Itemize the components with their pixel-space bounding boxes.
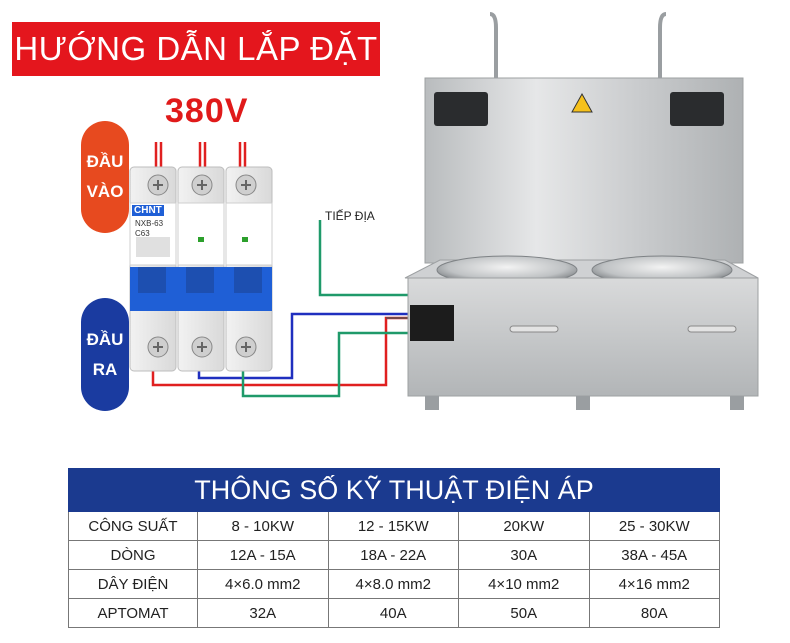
table-cell: 12 - 15KW bbox=[328, 512, 459, 541]
spec-table-title: THÔNG SỐ KỸ THUẬT ĐIỆN ÁP bbox=[68, 468, 720, 512]
circuit-breaker bbox=[129, 166, 273, 372]
table-cell: 4×6.0 mm2 bbox=[198, 570, 329, 599]
ground-label: TIẾP ĐỊA bbox=[325, 209, 375, 223]
table-row-power: CÔNG SUẤT 8 - 10KW 12 - 15KW 20KW 25 - 3… bbox=[68, 512, 720, 541]
table-cell: 80A bbox=[589, 599, 720, 628]
table-cell: 32A bbox=[198, 599, 329, 628]
output-badge-line2: RA bbox=[92, 359, 118, 379]
input-wires bbox=[154, 142, 247, 170]
breaker-rating: C63 bbox=[135, 229, 150, 238]
table-cell: 12A - 15A bbox=[198, 541, 329, 570]
spec-table: CÔNG SUẤT 8 - 10KW 12 - 15KW 20KW 25 - 3… bbox=[68, 512, 720, 628]
row-label: DÒNG bbox=[68, 541, 198, 570]
breaker-brand: CHNT bbox=[132, 205, 164, 216]
table-cell: 4×10 mm2 bbox=[459, 570, 590, 599]
table-row-wire: DÂY ĐIỆN 4×6.0 mm2 4×8.0 mm2 4×10 mm2 4×… bbox=[68, 570, 720, 599]
table-cell: 4×8.0 mm2 bbox=[328, 570, 459, 599]
table-row-current: DÒNG 12A - 15A 18A - 22A 30A 38A - 45A bbox=[68, 541, 720, 570]
input-badge-line2: VÀO bbox=[86, 182, 124, 201]
table-cell: 38A - 45A bbox=[589, 541, 720, 570]
output-badge-line1: ĐẦU bbox=[86, 329, 124, 349]
table-cell: 25 - 30KW bbox=[589, 512, 720, 541]
table-cell: 40A bbox=[328, 599, 459, 628]
table-cell: 4×16 mm2 bbox=[589, 570, 720, 599]
input-badge: ĐẦU VÀO bbox=[81, 121, 129, 233]
breaker-model: NXB-63 bbox=[135, 219, 164, 228]
table-cell: 30A bbox=[459, 541, 590, 570]
table-cell: 20KW bbox=[459, 512, 590, 541]
row-label: DÂY ĐIỆN bbox=[68, 570, 198, 599]
row-label: CÔNG SUẤT bbox=[68, 512, 198, 541]
input-badge-line1: ĐẦU bbox=[86, 152, 124, 171]
voltage-label: 380V bbox=[165, 92, 249, 130]
output-badge: ĐẦU RA bbox=[81, 298, 129, 411]
table-cell: 50A bbox=[459, 599, 590, 628]
green-wire bbox=[241, 220, 410, 398]
page-title: HƯỚNG DẪN LẮP ĐẶT bbox=[12, 22, 380, 76]
blue-wire bbox=[197, 312, 410, 380]
table-cell: 18A - 22A bbox=[328, 541, 459, 570]
table-row-breaker: APTOMAT 32A 40A 50A 80A bbox=[68, 599, 720, 628]
table-cell: 8 - 10KW bbox=[198, 512, 329, 541]
row-label: APTOMAT bbox=[68, 599, 198, 628]
induction-stove bbox=[404, 12, 759, 410]
